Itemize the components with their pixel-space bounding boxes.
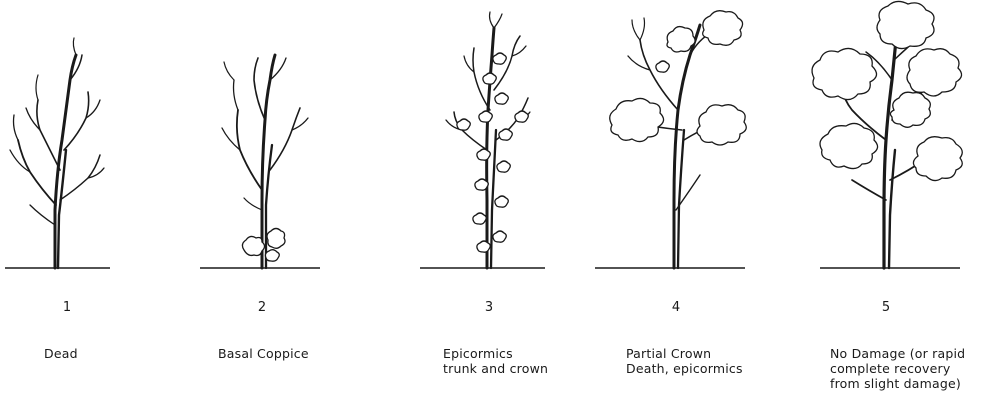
stage-caption-5: No Damage (or rapid complete recovery fr… (830, 346, 965, 391)
tree-4-partial-crown-death (610, 11, 747, 268)
caption-line: Epicormics (443, 346, 548, 361)
crown-leaf-cluster-5 (913, 137, 962, 181)
crown-leaf-epicormic (656, 61, 669, 72)
crown-leaf-cluster-top-right (703, 11, 743, 46)
stage-caption-1: Dead (44, 346, 78, 361)
caption-line: Basal Coppice (218, 346, 309, 361)
stage-caption-3: Epicormics trunk and crown (443, 346, 548, 376)
crown-leaf-cluster-4 (820, 123, 878, 168)
tree-5-no-damage (812, 1, 962, 268)
stage-number-4: 4 (656, 300, 696, 315)
caption-line: Partial Crown (626, 346, 743, 361)
stage-number-5: 5 (866, 300, 906, 315)
tree-3-epicormics (446, 12, 530, 268)
caption-line: Death, epicormics (626, 361, 743, 376)
stage-caption-4: Partial Crown Death, epicormics (626, 346, 743, 376)
stage-number-1: 1 (47, 300, 87, 315)
stage-number-3: 3 (469, 300, 509, 315)
caption-line: Dead (44, 346, 78, 361)
crown-leaf-cluster-3 (907, 49, 962, 96)
caption-line: from slight damage) (830, 376, 965, 391)
crown-leaf-cluster-6 (890, 92, 930, 127)
stage-number-2: 2 (242, 300, 282, 315)
caption-line: No Damage (or rapid (830, 346, 965, 361)
crown-leaf-cluster-right (697, 105, 746, 145)
caption-line: trunk and crown (443, 361, 548, 376)
crown-leaf-cluster-left (610, 98, 664, 141)
crown-leaf-cluster-2 (877, 1, 934, 48)
stage-caption-2: Basal Coppice (218, 346, 309, 361)
coppice-leaf-left (242, 236, 264, 255)
caption-line: complete recovery (830, 361, 965, 376)
tree-1-dead (10, 38, 104, 268)
coppice-leaf-base (265, 250, 279, 261)
coppice-leaf-right (267, 229, 285, 249)
tree-2-basal-coppice (222, 55, 308, 268)
crown-leaf-cluster-1 (812, 48, 877, 99)
